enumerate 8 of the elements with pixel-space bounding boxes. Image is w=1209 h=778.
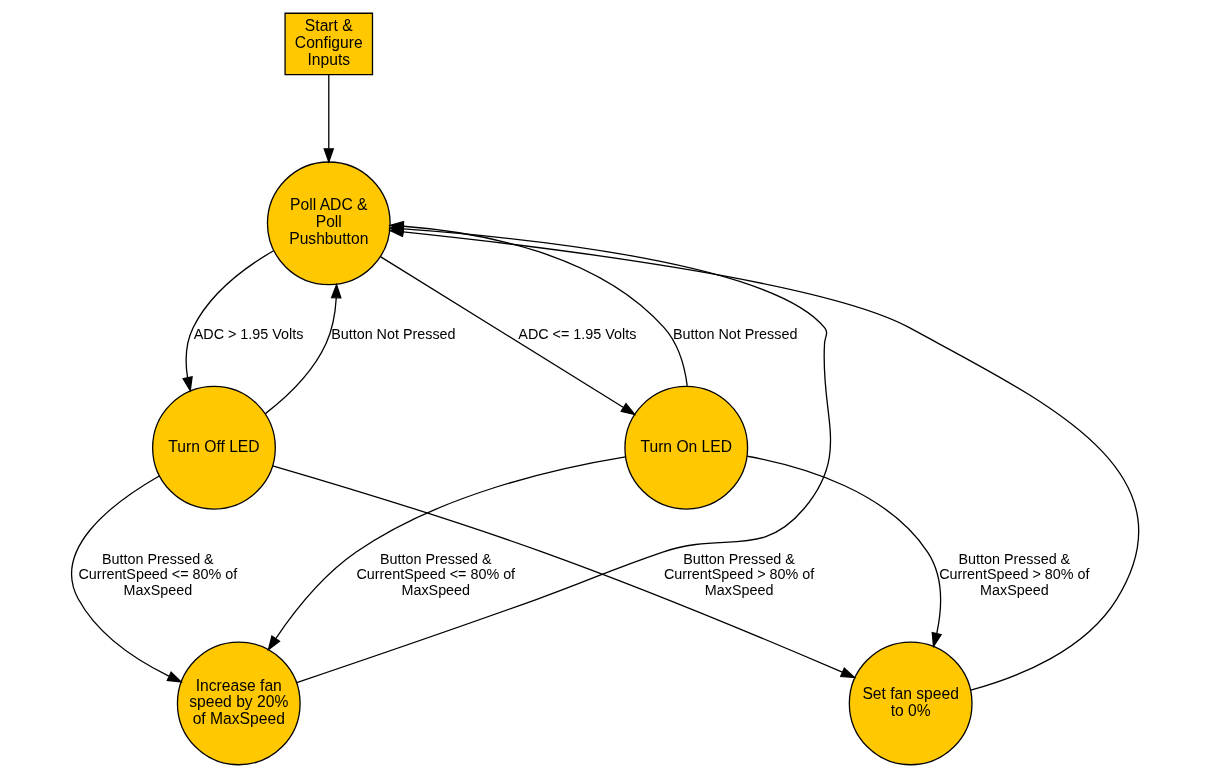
edge-label: Button Pressed & CurrentSpeed > 80% of MaxSpeed [663,550,814,598]
edge-label: ADC > 1.95 Volts [193,326,303,343]
edge-label: Button Not Pressed [672,326,797,343]
edge-label: Button Pressed & CurrentSpeed > 80% of MaxSpeed [938,550,1090,598]
edge-label: ADC <= 1.95 Volts [517,326,636,343]
edge-label: Button Pressed & CurrentSpeed <= 80% of MaxSpeed [78,550,237,598]
edge-label: Button Not Pressed [330,326,456,343]
edge-label: Button Pressed & CurrentSpeed <= 80% of MaxSpeed [355,550,515,598]
